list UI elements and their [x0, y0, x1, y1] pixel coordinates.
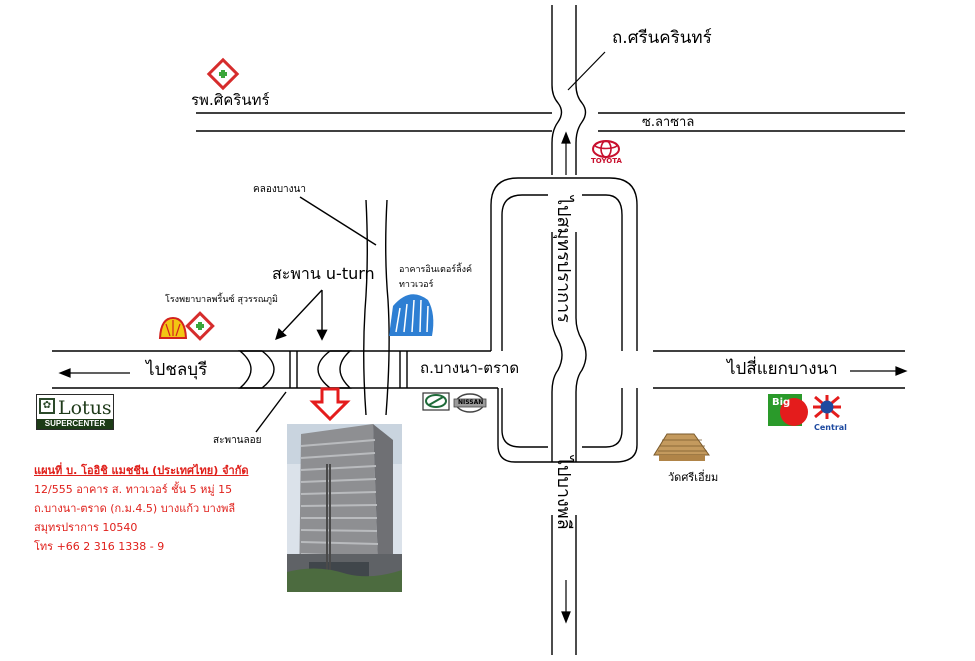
central-label: Central — [814, 423, 847, 432]
road-bangna-trad-label: ถ.บางนา-ตราด — [420, 359, 520, 377]
company-info: แผนที่ บ. โออิชิ แมชชีน (ประเทศไทย) จำกั… — [34, 461, 249, 556]
hospital-prince-icon — [185, 311, 215, 341]
hospital-sikarin-icon — [206, 57, 240, 91]
flyover-line-1 — [289, 351, 298, 388]
company-phone: โทร +66 2 316 1338 - 9 — [34, 540, 165, 553]
srinakarin-road-right — [575, 5, 587, 655]
arrow-south-head — [561, 611, 571, 624]
green-oval-logo — [422, 392, 450, 411]
road-srinakarin-label: ถ.ศรีนครินทร์ — [612, 28, 712, 48]
toyota-logo — [592, 140, 620, 158]
location-arrow-icon — [309, 387, 351, 422]
company-address-line1: 12/555 อาคาร ส. ทาวเวอร์ ชั้น 5 หมู่ 15 — [34, 483, 233, 496]
arrow-to-bangna-junction-head — [895, 366, 908, 376]
interchange-inner — [501, 194, 623, 448]
flyover-label: สะพานลอย — [213, 435, 262, 446]
wat-si-iam-label: วัดศรีเอี่ยม — [668, 471, 719, 484]
company-title: แผนที่ บ. โออิชิ แมชชีน (ประเทศไทย) จำกั… — [34, 464, 249, 477]
prince-hospital-label: โรงพยาบาลพริ้นซ์ สุวรรณภูมิ — [165, 295, 278, 305]
road-to-bangphli-label: ไปบางพลี — [553, 456, 574, 530]
road-to-bangna-junction-label: ไปสี่แยกบางนา — [727, 359, 838, 379]
temple-icon — [653, 433, 710, 461]
interlink-tower-label: อาคารอินเตอร์ลิ้งค์ ทาวเวอร์ — [399, 265, 473, 290]
flyover-line-2 — [399, 351, 408, 388]
bigc-logo — [768, 394, 808, 426]
road-lasalle-label: ซ.ลาซาล — [642, 115, 695, 130]
uturn-shape-left — [238, 350, 275, 389]
lotus-logo: ✿ Lotus SUPERCENTER — [36, 394, 114, 430]
canal-right — [385, 199, 390, 416]
nissan-logo — [453, 393, 487, 413]
arrow-north-head — [561, 131, 571, 144]
interchange-outer — [490, 177, 638, 463]
srinakarin-road-left — [551, 5, 563, 655]
uturn-shape-right — [317, 350, 352, 389]
nissan-label: NISSAN — [458, 399, 484, 406]
lotus-logo-top: ✿ Lotus — [37, 395, 113, 419]
bigc-label: Big — [772, 397, 791, 408]
shell-icon — [158, 316, 188, 339]
canal-pointer — [299, 196, 377, 246]
building-photo — [287, 424, 402, 592]
lotus-name: Lotus — [58, 397, 112, 419]
lotus-mark-icon: ✿ — [39, 398, 55, 414]
company-address-line3: สมุทรปราการ 10540 — [34, 521, 138, 534]
central-logo — [813, 395, 841, 419]
uturn-pointer-left — [275, 289, 323, 341]
interlink-tower-icon — [389, 294, 434, 336]
toyota-label: TOYOTA — [591, 157, 622, 165]
road-to-chonburi-label: ไปชลบุรี — [146, 360, 208, 380]
canal-bangna-label: คลองบางนา — [253, 184, 307, 195]
lotus-subtitle: SUPERCENTER — [37, 419, 113, 429]
hospital-sikarin-label: รพ.ศิครินทร์ — [191, 91, 270, 109]
company-address-line2: ถ.บางนา-ตราด (ก.ม.4.5) บางแก้ว บางพลี — [34, 502, 236, 515]
road-to-samrong-label: ไปสมุทรปราการ — [553, 196, 574, 323]
canal-left — [363, 199, 368, 416]
uturn-bridge-label: สะพาน u-turn — [272, 264, 375, 283]
pointer-srinakarin — [567, 51, 606, 91]
arrow-to-chonburi-head — [58, 368, 71, 378]
flyover-pointer — [255, 391, 287, 433]
